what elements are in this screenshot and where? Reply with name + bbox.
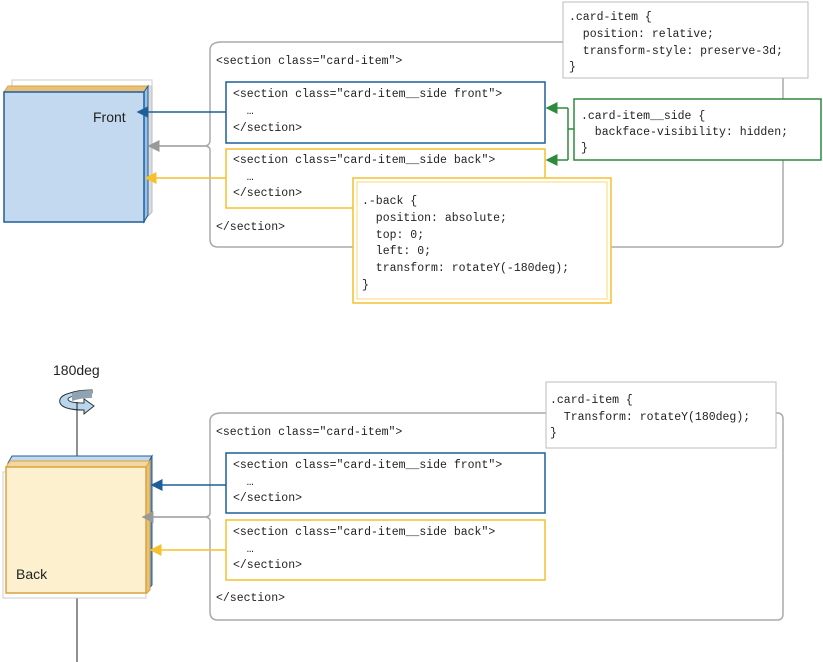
back-card-cube: Back — [2, 454, 153, 599]
code-line: transform: rotateY(-180deg); — [362, 262, 569, 275]
code-line: } — [569, 61, 576, 74]
code-line: </section> — [233, 187, 302, 200]
outer-close-tag: </section> — [216, 221, 285, 234]
code-line: .-back { — [362, 195, 417, 208]
rotate-arrow-icon — [59, 389, 95, 416]
outer-open-tag: <section class="card-item"> — [216, 426, 402, 439]
code-line: } — [362, 279, 369, 292]
code-line: } — [550, 427, 557, 440]
code-line: … — [233, 171, 254, 184]
code-line: </section> — [233, 559, 302, 572]
code-line: .card-item { — [550, 394, 633, 407]
code-line: <section class="card-item__side front"> — [233, 459, 502, 472]
code-line: position: relative; — [569, 28, 714, 41]
card-item-css-box — [545, 381, 777, 449]
code-line: </section> — [233, 492, 302, 505]
code-line: <section class="card-item__side back"> — [233, 154, 495, 167]
code-line: … — [233, 476, 254, 489]
code-line: } — [581, 142, 588, 155]
code-line: Transform: rotateY(180deg); — [550, 411, 750, 424]
side-css-connector — [545, 102, 574, 166]
front-section-box — [225, 452, 546, 514]
back-css-box — [352, 177, 612, 304]
outer-section-box — [203, 412, 784, 621]
code-line: top: 0; — [362, 229, 424, 242]
card-item-css-box — [562, 1, 809, 79]
front-label: Front — [93, 109, 126, 125]
code-line: .card-item { — [569, 11, 652, 24]
back-label: Back — [16, 566, 48, 582]
back-section-box — [225, 519, 546, 581]
outer-close-tag: </section> — [216, 592, 285, 605]
code-line: … — [233, 105, 254, 118]
code-line: position: absolute; — [362, 212, 507, 225]
code-line: transform-style: preserve-3d; — [569, 45, 783, 58]
code-line: .card-item__side { — [581, 110, 705, 123]
code-line: <section class="card-item__side back"> — [233, 526, 495, 539]
rotation-label: 180deg — [53, 362, 100, 378]
code-line: left: 0; — [362, 245, 431, 258]
code-line: </section> — [233, 122, 302, 135]
code-line: <section class="card-item__side front"> — [233, 88, 502, 101]
outer-open-tag: <section class="card-item"> — [216, 55, 402, 68]
front-card-cube: Front — [3, 79, 153, 224]
code-line: … — [233, 543, 254, 556]
code-line: backface-visibility: hidden; — [581, 126, 788, 139]
front-section-box — [225, 81, 546, 144]
